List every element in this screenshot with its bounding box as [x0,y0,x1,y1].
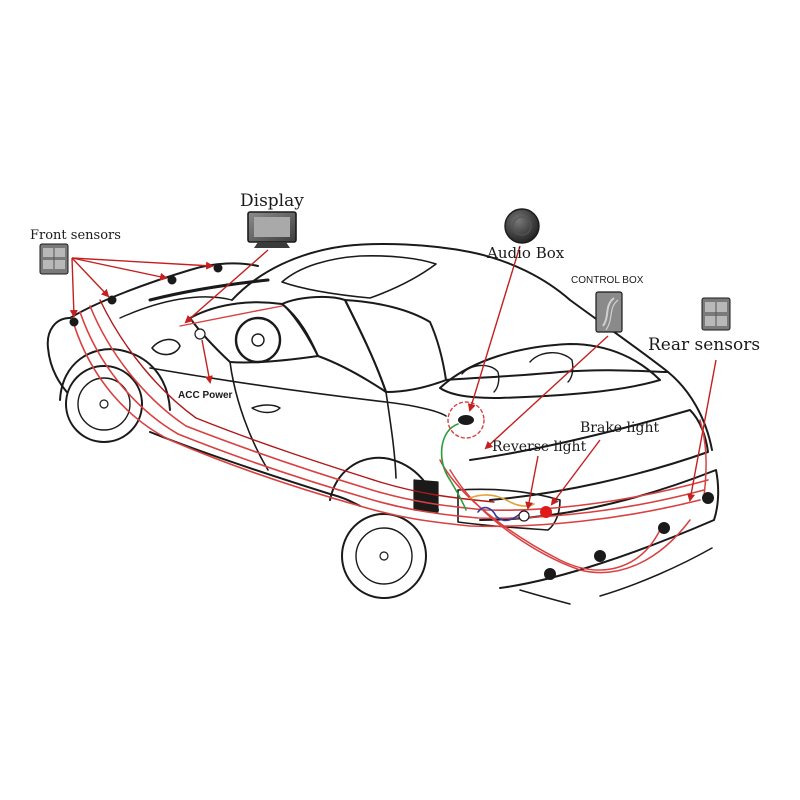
car-rear-wheel [341,513,427,599]
arrow-audio-box [467,245,521,412]
audio-box-location-marker [447,401,485,439]
arrow-front-sensor-1 [69,257,78,318]
label-audio-box: Audio Box [486,244,565,262]
car-side-sill [149,431,361,507]
brake-light-connector [540,506,552,518]
arrow-front-sensor-3 [71,257,168,281]
car-trunk-lid [469,409,709,501]
car-front-wheel [65,365,143,443]
car-rear-quarter [445,369,713,451]
arrow-reverse-light [525,455,539,510]
wire-main-2 [79,311,705,520]
wire-rear-loop [439,459,661,571]
car-steering-wheel [234,316,282,364]
arrow-front-sensor-4 [71,257,214,270]
car-front-bumper [46,317,73,399]
arrow-brake-light [550,439,601,506]
front-sensor-dot [107,295,117,305]
car-illustration [46,243,720,605]
label-front-sensors: Front sensors [30,228,121,243]
wire-blue [477,506,521,522]
wiring-harness [71,278,709,574]
reverse-light-connector [518,510,530,522]
car-door-handle [251,404,281,414]
audio-box-mounted [458,415,474,425]
car-rear-seat-left [461,364,500,393]
rear-sensor-dot [594,550,606,562]
car-front-side-window [281,295,387,393]
car-fuel-cap [413,479,439,513]
wire-main-1 [71,317,701,528]
rear-sensor-dot [544,568,556,580]
display-monitor [247,211,297,248]
label-brake-light: Brake light [580,420,659,436]
label-control-box: CONTROL BOX [571,275,644,286]
label-display: Display [240,191,304,211]
car-hood-crease [119,296,233,319]
arrow-display [184,249,269,324]
arrow-rear-sensors [687,359,717,502]
car-door-line-front [229,361,269,471]
callout-arrows [69,245,717,510]
car-hood [69,262,259,319]
front-sensor-dot [167,275,177,285]
car-front-wheel-hub [99,399,109,409]
car-steering-hub [251,333,265,347]
front-sensors-module [39,243,69,275]
wire-dash [148,278,270,302]
car-belt-line [149,367,447,417]
car-rear-window [439,343,661,399]
label-acc-power: ACC Power [178,390,233,401]
wire-display-run [179,305,283,327]
car-door-line-rear [385,391,397,479]
label-reverse-light: Reverse light [492,439,587,455]
arrow-acc-power [201,339,213,384]
car-rear-side-window [344,299,447,393]
car-side-mirror [151,338,181,356]
wire-rear-loop-2 [449,469,691,574]
rear-sensor-dot [658,522,670,534]
wire-main-3 [89,305,709,512]
audio-box-speaker [504,208,540,244]
car-front-wheel-rim [77,377,131,431]
wire-rear-riser [699,419,707,497]
arrow-front-sensor-2 [71,257,110,298]
front-sensor-dots [69,263,223,327]
car-rear-wheel-rim [355,527,413,585]
car-rear-wheel-hub [379,551,389,561]
car-sunroof [281,255,437,299]
car-front-wheel-arch [59,348,171,411]
rear-sensor-dots [544,492,714,580]
arrow-control-box [484,335,609,450]
rear-sensors-module [701,297,731,331]
label-rear-sensors: Rear sensors [648,335,760,355]
control-box-unit [595,291,623,333]
rear-sensor-dot [702,492,714,504]
wire-main-4 [99,299,495,503]
acc-connector [194,328,206,340]
front-sensor-dot [213,263,223,273]
car-rear-bumper-lower [519,547,713,605]
car-rear-seat-right [529,352,574,383]
front-sensor-dot [69,317,79,327]
wire-green-audio [440,423,467,511]
